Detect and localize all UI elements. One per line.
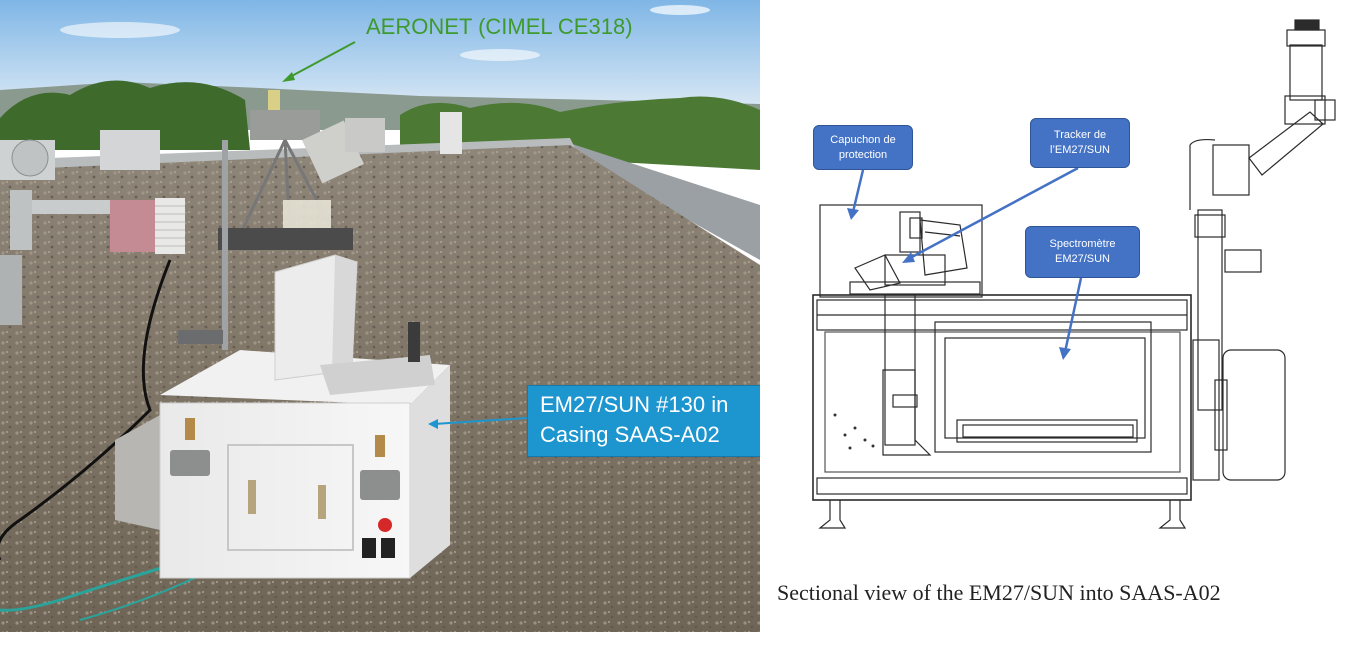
- arrow-capuchon: [851, 169, 865, 213]
- protective-hood: [819, 204, 983, 298]
- em27-casing: [115, 254, 450, 579]
- spectrometer-body: [934, 321, 1152, 453]
- side-motor: [1222, 349, 1286, 481]
- arrow-spectrometre: [1063, 277, 1083, 353]
- callout-capuchon-line2: protection: [838, 148, 888, 161]
- cable: [0, 259, 172, 560]
- rooftop-scene: [0, 0, 760, 632]
- tracker-drawing: [849, 211, 981, 295]
- aeronet-label: AERONET (CIMEL CE318): [366, 14, 633, 39]
- foot-left: [818, 500, 847, 529]
- trees-left: [0, 80, 250, 150]
- callout-spectro-line2: EM27/SUN: [1054, 253, 1111, 265]
- arrow-tracker: [909, 166, 1079, 260]
- foot-right: [1158, 500, 1187, 529]
- rooftop-photo: AERONET (CIMEL CE318) EM27/SUN #130 in C…: [0, 0, 760, 632]
- aeronet-arrow: [287, 41, 356, 79]
- diagram-caption: Sectional view of the EM27/SUN into SAAS…: [777, 580, 1221, 605]
- callout-capuchon: Capuchon de protection: [813, 125, 913, 170]
- callout-tracker-line1: Tracker de: [1053, 129, 1107, 141]
- casing-body: [812, 294, 1192, 501]
- parapet: [560, 140, 760, 260]
- sectional-diagram: Capuchon de protection Tracker de l’EM27…: [775, 0, 1370, 664]
- tower: [1197, 209, 1223, 411]
- callout-spectro-line1: Spectromètre: [1049, 238, 1116, 250]
- em27-label-line2: Casing SAAS-A02: [540, 422, 720, 447]
- callout-tracker: Tracker de l’EM27/SUN: [1030, 118, 1130, 168]
- radiation-shield: [155, 198, 185, 254]
- callout-spectrometre: Spectromètre EM27/SUN: [1025, 226, 1140, 278]
- mast: [222, 140, 228, 350]
- em27-label-line1: EM27/SUN #130 in: [540, 392, 729, 417]
- callout-capuchon-line1: Capuchon de: [830, 133, 896, 146]
- em27-instrument-label: EM27/SUN #130 in Casing SAAS-A02: [527, 385, 760, 457]
- technical-drawing: [812, 19, 1336, 529]
- callout-tracker-line2: l’EM27/SUN: [1050, 144, 1110, 156]
- sun-tracker-head: [1289, 44, 1323, 101]
- small-cabinet: [440, 112, 462, 154]
- pink-enclosure: [110, 200, 158, 252]
- em27-arrow: [433, 417, 528, 425]
